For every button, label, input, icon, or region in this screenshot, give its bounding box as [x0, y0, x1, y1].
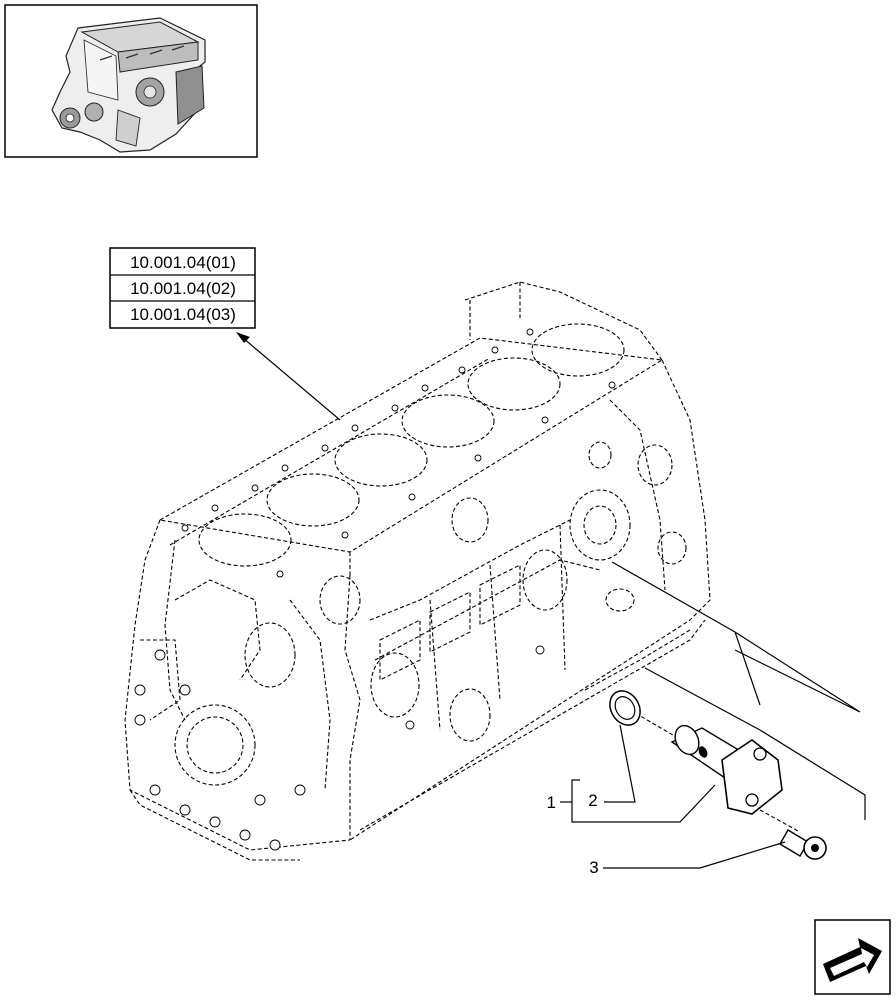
screw-part[interactable] — [779, 829, 827, 860]
reference-code-3[interactable]: 10.001.04(03) — [130, 305, 236, 324]
engine-block-diagram — [124, 281, 711, 861]
callout-2-label[interactable]: 2 — [588, 791, 597, 810]
next-page-arrow-icon[interactable] — [814, 919, 891, 995]
lower-bolt-bosses — [134, 645, 545, 851]
callout-3-label[interactable]: 3 — [589, 858, 598, 877]
callout-1-label[interactable]: 1 — [547, 793, 556, 812]
thumbnail-frame — [4, 4, 258, 158]
reference-leader-arrow — [236, 332, 341, 421]
explode-lines — [611, 561, 866, 833]
reference-box[interactable]: 10.001.04(03) — [130, 305, 236, 324]
engine-thumbnail-icon — [51, 17, 206, 153]
reference-code-1[interactable]: 10.001.04(01) — [130, 253, 236, 272]
seal-ring-part[interactable] — [604, 685, 646, 730]
deck-bolt-holes — [181, 328, 616, 578]
cylinder-bores — [198, 323, 625, 567]
reference-box[interactable]: 10.001.04(02) — [130, 279, 236, 298]
reference-box-stack: 10.001.04(01) 10.001.04(02) 10.001.04(03… — [109, 247, 256, 329]
reference-box[interactable]: 10.001.04(01) — [130, 253, 236, 272]
reference-code-2[interactable]: 10.001.04(02) — [130, 279, 236, 298]
callout-group: 1 2 3 — [547, 724, 786, 877]
suction-pipe-part[interactable] — [670, 722, 783, 815]
